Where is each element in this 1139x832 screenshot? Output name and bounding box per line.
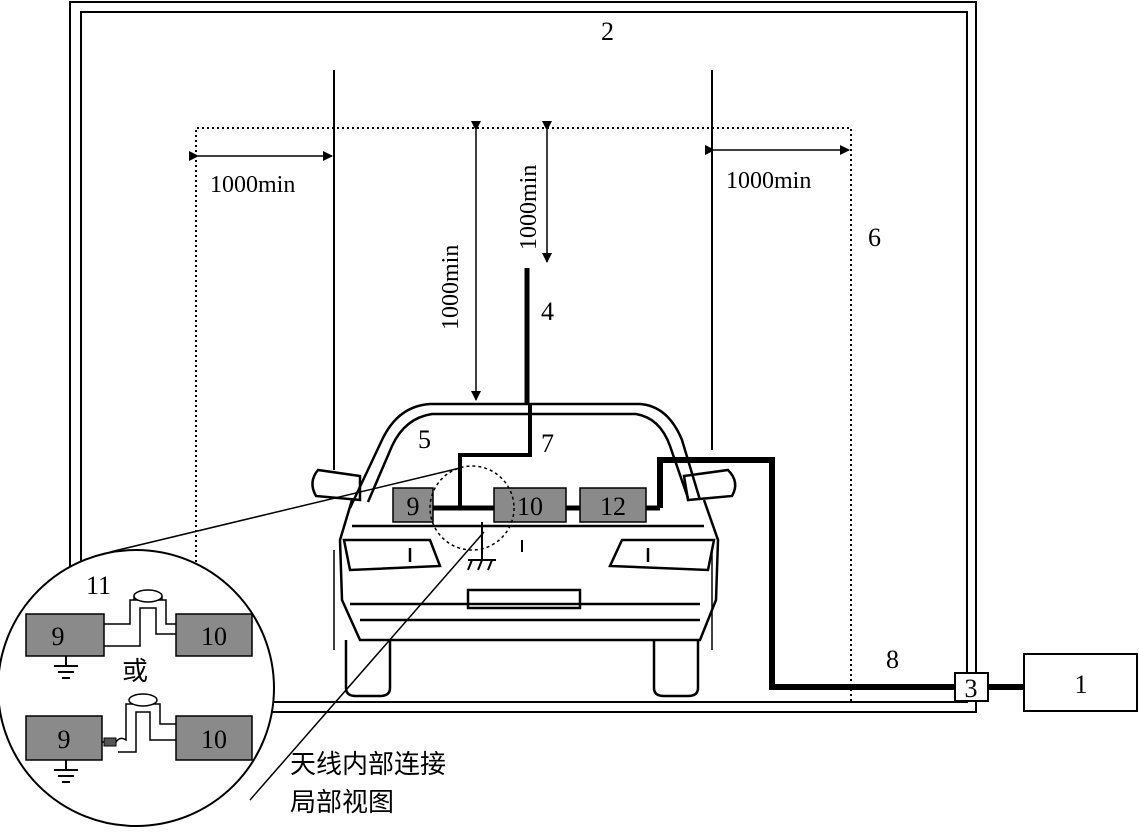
left-dimension-label: 1000min xyxy=(210,172,295,198)
ground-icon xyxy=(467,522,496,571)
detail-variant-2: 9 10 xyxy=(25,693,253,761)
shielded-room-inner-wall xyxy=(80,11,968,703)
antenna-dimension-label: 1000min xyxy=(516,165,542,250)
bulkhead-connector: 3 xyxy=(954,672,989,703)
component-9-box: 9 xyxy=(392,487,434,523)
detail-9-label-bottom: 9 xyxy=(58,725,71,754)
ground-icon xyxy=(54,656,78,679)
ground-icon xyxy=(54,760,78,783)
callout-6-boundary: 6 xyxy=(868,223,881,252)
component-9-label: 9 xyxy=(407,492,420,521)
component-12-box: 12 xyxy=(579,487,647,523)
detail-highlight-circle xyxy=(429,465,515,551)
detail-9-label-top: 9 xyxy=(52,622,65,651)
or-label: 或 xyxy=(122,657,148,687)
right-dimension-label: 1000min xyxy=(726,168,811,194)
detail-leader-line-top xyxy=(109,467,461,553)
component-10-label: 10 xyxy=(517,492,543,521)
measurement-cable xyxy=(657,457,955,690)
component-12-label: 12 xyxy=(600,492,626,521)
callout-5-vehicle: 5 xyxy=(418,425,431,454)
connector-3-label: 3 xyxy=(965,674,978,703)
callout-7-antenna-cable: 7 xyxy=(541,429,554,458)
detail-leader-line-bottom xyxy=(249,531,485,801)
callout-2-shielded-room: 2 xyxy=(601,17,614,46)
detail-caption-line-2: 局部视图 xyxy=(290,788,394,818)
roof-dimension-label: 1000min xyxy=(438,245,464,330)
callout-8-measurement-cable: 8 xyxy=(886,645,899,674)
detail-11-label: 11 xyxy=(86,571,111,600)
detail-view-circle xyxy=(0,549,275,827)
detail-10-label-top: 10 xyxy=(201,622,227,651)
boundary-dotted-line xyxy=(195,127,852,702)
receiver-1-label: 1 xyxy=(1075,670,1088,699)
antenna-cable xyxy=(458,404,532,510)
detail-10-label-bottom: 10 xyxy=(201,725,227,754)
shielded-room-outer-wall xyxy=(69,1,977,713)
detail-variant-1: 9 10 xyxy=(25,589,253,657)
callout-4-antenna: 4 xyxy=(541,297,554,326)
vehicle-front-view xyxy=(311,402,737,698)
measurement-receiver: 1 xyxy=(1023,653,1138,712)
detail-caption-line-1: 天线内部连接 xyxy=(290,750,446,780)
component-10-box: 10 xyxy=(493,487,567,523)
